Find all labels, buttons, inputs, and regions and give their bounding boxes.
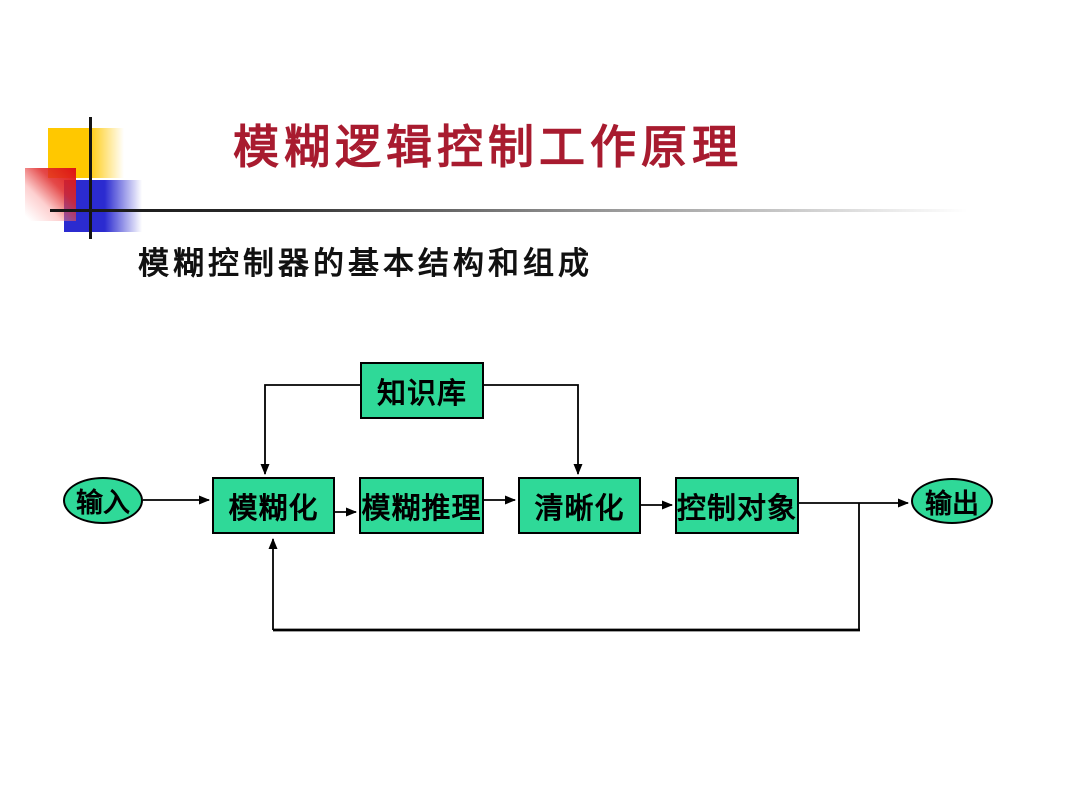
decor-blue-square	[64, 180, 142, 232]
node-fuzzy-inference-label: 模糊推理	[361, 490, 482, 525]
node-controlled-object: 控制对象	[675, 477, 799, 534]
node-knowledge-base-label: 知识库	[376, 375, 467, 410]
node-defuzzification-label: 清晰化	[534, 490, 625, 525]
node-fuzzification: 模糊化	[212, 477, 335, 534]
edge-knowledgebase-defuzzification	[484, 384, 583, 475]
node-defuzzification: 清晰化	[518, 477, 641, 534]
node-knowledge-base: 知识库	[360, 362, 484, 419]
slide-title: 模糊逻辑控制工作原理	[233, 120, 743, 174]
node-output: 输出	[911, 478, 993, 524]
node-input-label: 输入	[76, 488, 130, 519]
edge-knowledgebase-fuzzification	[260, 384, 360, 475]
slide-subtitle: 模糊控制器的基本结构和组成	[138, 246, 593, 282]
decor-vertical-line	[89, 117, 92, 239]
decor-red-square	[25, 168, 76, 221]
title-divider-line	[50, 209, 968, 212]
node-controlled-object-label: 控制对象	[677, 490, 798, 525]
node-output-label: 输出	[925, 488, 979, 520]
node-input: 输入	[63, 477, 143, 524]
node-fuzzification-label: 模糊化	[228, 490, 319, 525]
node-fuzzy-inference: 模糊推理	[359, 477, 484, 534]
